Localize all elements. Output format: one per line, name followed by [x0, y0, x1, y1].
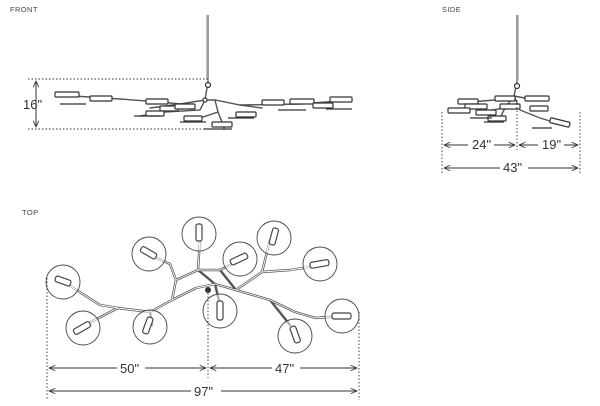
side-left-dimension: 24" [472, 137, 491, 152]
globe-shade-7 [202, 293, 238, 329]
globe-shade-3 [132, 309, 168, 345]
globe-shade-6 [222, 241, 258, 277]
globe-shade-10 [277, 318, 313, 354]
globe-shade-4 [131, 236, 167, 272]
globe-shade-8 [256, 220, 292, 256]
globe-shade-1 [45, 264, 81, 300]
side-view-label: SIDE [442, 5, 461, 14]
front-branches [57, 81, 353, 129]
top-globes [45, 216, 360, 354]
top-right-dimension: 47" [275, 361, 294, 376]
top-canopy [205, 287, 211, 293]
globe-shade-11 [324, 298, 360, 334]
front-lamps [54, 81, 353, 130]
top-total-dimension: 97" [194, 384, 213, 399]
front-view: FRONT 16" [10, 5, 353, 130]
top-view-label: TOP [22, 208, 38, 217]
front-height-dimension: 16" [23, 97, 42, 112]
side-total-dimension: 43" [503, 160, 522, 175]
front-view-label: FRONT [10, 5, 38, 14]
side-lamps [447, 82, 571, 129]
globe-shade-5 [181, 216, 217, 252]
side-view: SIDE [441, 5, 581, 175]
globe-shade-9 [302, 246, 338, 282]
globe-shade-2 [65, 310, 101, 346]
side-right-dimension: 19" [542, 137, 561, 152]
top-left-dimension: 50" [120, 361, 139, 376]
top-view: TOP [22, 208, 360, 400]
